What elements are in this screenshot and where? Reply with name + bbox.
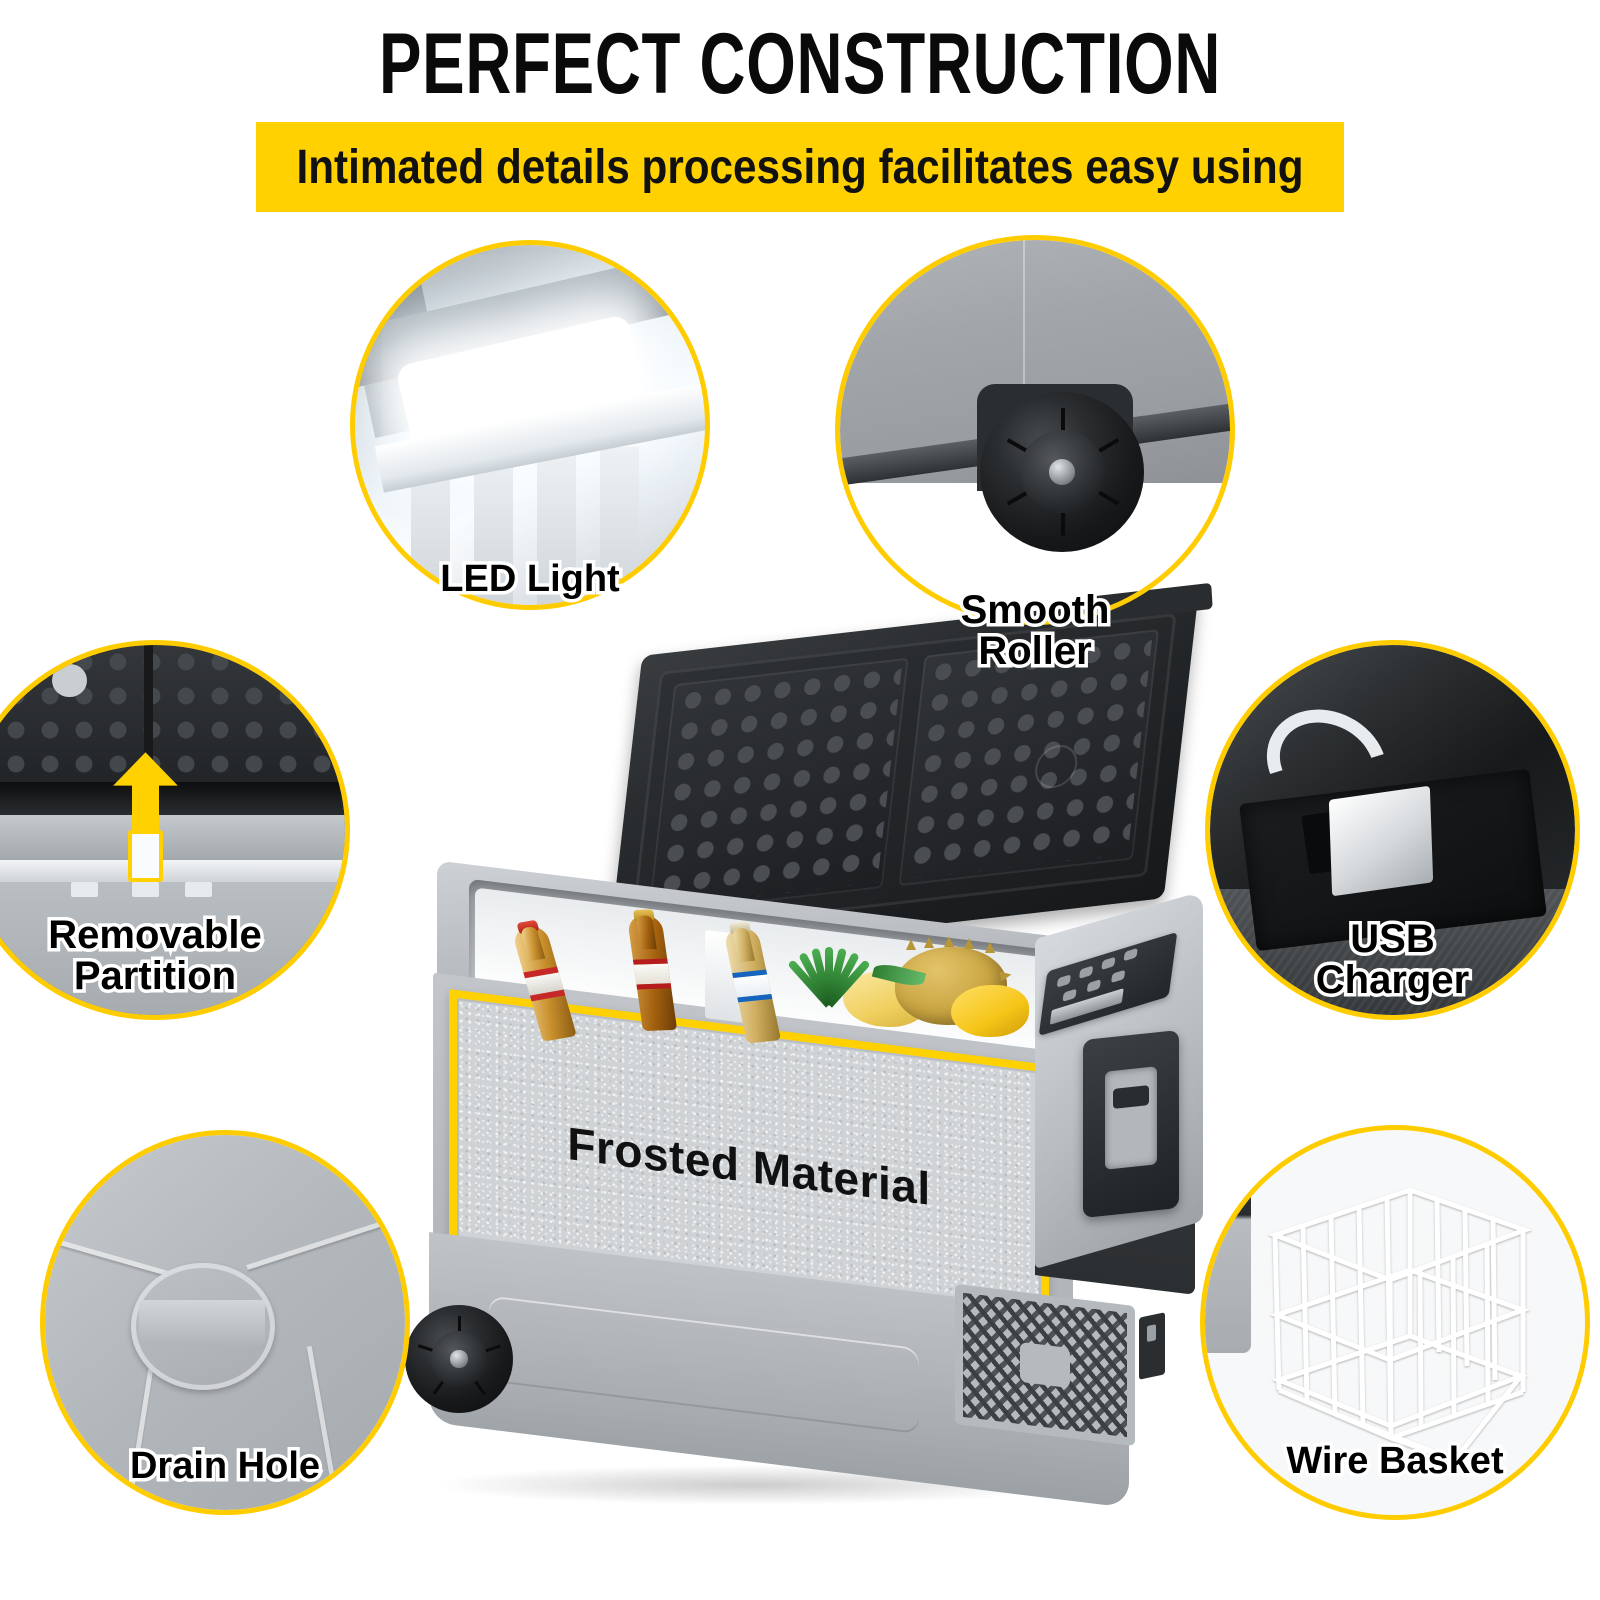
subtitle-banner: Intimated details processing facilitates…	[256, 122, 1344, 212]
power-port[interactable]	[1139, 1312, 1165, 1380]
folding-handle[interactable]	[1083, 1029, 1179, 1219]
callout-label-usb-charger: USB Charger	[1312, 914, 1472, 1004]
led-light-icon	[355, 245, 705, 605]
ventilation-grille	[955, 1283, 1135, 1447]
partition-arrow-icon	[0, 645, 345, 1015]
callout-label-drain-hole: Drain Hole	[126, 1444, 323, 1490]
usb-plug-icon	[1210, 645, 1575, 1015]
mango-icon	[951, 985, 1029, 1037]
product-image: Frosted Material	[395, 582, 1213, 1508]
pineapple-icon	[787, 915, 871, 1011]
drain-hole-icon	[45, 1135, 405, 1510]
callout-usb-charger: USB Charger	[1205, 640, 1580, 1020]
callout-label-smooth-roller: Smooth Roller	[957, 585, 1113, 675]
callout-label-led-light: LED Light	[437, 557, 623, 603]
callout-label-wire-basket: Wire Basket	[1283, 1439, 1507, 1485]
callout-drain-hole: Drain Hole	[40, 1130, 410, 1515]
wheel-icon	[840, 240, 1230, 620]
callout-removable-partition: Removable Partition	[0, 640, 350, 1020]
callout-wire-basket: Wire Basket	[1200, 1125, 1590, 1520]
callout-led-light: LED Light	[350, 240, 710, 610]
page-title: PERFECT CONSTRUCTION	[378, 16, 1222, 112]
frosted-material-label: Frosted Material	[567, 1117, 931, 1215]
lid-panel-left	[648, 657, 909, 915]
subtitle-text: Intimated details processing facilitates…	[296, 140, 1304, 194]
callout-label-removable-partition: Removable Partition	[45, 910, 265, 1000]
wheel-icon	[405, 1305, 513, 1413]
header: PERFECT CONSTRUCTION Intimated details p…	[0, 0, 1600, 230]
wire-basket-icon	[1205, 1130, 1585, 1515]
callout-smooth-roller: Smooth Roller	[835, 235, 1235, 676]
